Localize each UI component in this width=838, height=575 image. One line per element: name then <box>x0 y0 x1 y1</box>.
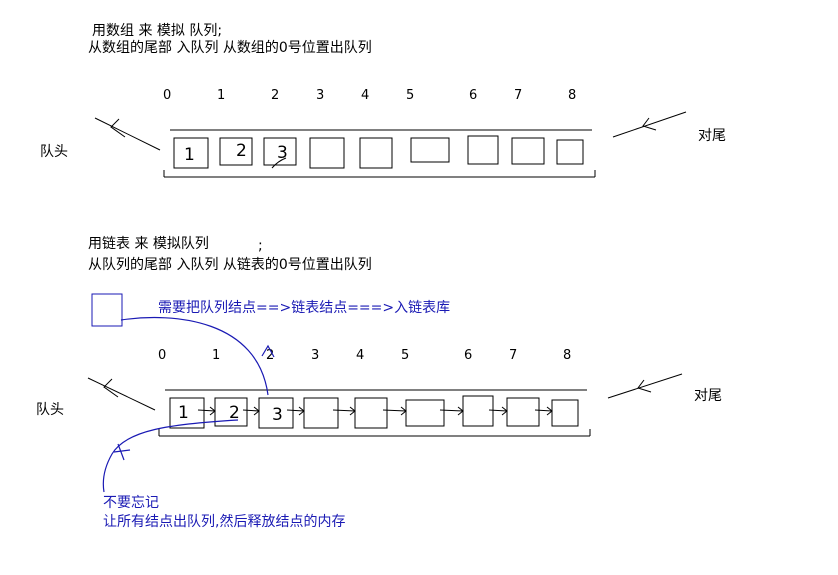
list-node-value-0: 1 <box>178 403 189 423</box>
list-tail-arrow <box>607 373 683 399</box>
list-head-arrow-tip-icon <box>103 378 119 398</box>
link-arrow-head-icon <box>457 406 464 416</box>
array-tail-label: 对尾 <box>698 128 726 144</box>
link-arrow-2-3 <box>286 409 305 412</box>
list-head-label: 队头 <box>36 402 64 418</box>
array-cell-5 <box>410 137 450 163</box>
list-tail-arrow-tip-icon <box>637 379 652 393</box>
list-index-2: 2 <box>266 348 274 363</box>
list-node-7 <box>506 397 540 427</box>
array-index-0: 0 <box>163 88 171 103</box>
list-node-value-1: 2 <box>229 403 240 423</box>
array-index-3: 3 <box>316 88 324 103</box>
link-arrow-4-5 <box>382 409 407 412</box>
array-index-5: 5 <box>406 88 414 103</box>
node-box <box>91 293 123 327</box>
link-arrow-head-icon <box>501 406 508 416</box>
array-head-arrow-tip-icon <box>110 118 126 138</box>
list-index-8: 8 <box>563 348 571 363</box>
list-index-3: 3 <box>311 348 319 363</box>
list-node-2 <box>258 397 294 429</box>
list-index-0: 0 <box>158 348 166 363</box>
array-index-7: 7 <box>514 88 522 103</box>
list-node-6 <box>462 395 494 427</box>
list-note: 需要把队列结点==>链表结点===>入链表库 <box>158 300 450 316</box>
reminder-line-2: 让所有结点出队列,然后释放结点的内存 <box>103 513 345 530</box>
array-cell-3 <box>309 137 345 169</box>
array-cell-6 <box>467 135 499 165</box>
array-cell-2 <box>263 137 297 166</box>
list-node-1 <box>214 397 248 427</box>
list-node-5 <box>405 399 445 427</box>
list-head-arrow <box>87 377 156 411</box>
link-arrow-head-icon <box>209 406 216 416</box>
array-head-arrow <box>94 117 161 151</box>
array-cell-value-0: 1 <box>184 145 195 165</box>
reminder-line-1: 不要忘记 <box>103 495 159 511</box>
list-node-3 <box>303 397 339 429</box>
link-arrow-0-1 <box>197 409 216 412</box>
link-arrow-7-8 <box>534 409 553 412</box>
list-node-8 <box>551 399 579 427</box>
link-arrow-head-icon <box>298 406 305 416</box>
array-index-6: 6 <box>469 88 477 103</box>
list-index-6: 6 <box>464 348 472 363</box>
svg-text:;: ; <box>258 238 263 254</box>
array-cell-7 <box>511 137 545 165</box>
array-subtitle: 从数组的尾部 入队列 从数组的0号位置出队列 <box>88 40 372 56</box>
list-subtitle: 从队列的尾部 入队列 从链表的0号位置出队列 <box>88 257 372 273</box>
link-arrow-head-icon <box>253 406 260 416</box>
array-cell-4 <box>359 137 393 169</box>
link-arrow-1-2 <box>242 409 260 412</box>
link-arrow-6-7 <box>488 409 508 412</box>
list-node-4 <box>354 397 388 429</box>
list-node-0 <box>169 397 205 429</box>
array-tail-arrow <box>612 111 687 138</box>
link-arrow-head-icon <box>546 406 553 416</box>
link-arrow-head-icon <box>400 406 407 416</box>
insert-curve <box>120 316 269 396</box>
list-index-1: 1 <box>212 348 220 363</box>
array-cell-8 <box>556 139 584 165</box>
list-tail-label: 对尾 <box>694 388 722 404</box>
array-index-2: 2 <box>271 88 279 103</box>
link-arrow-head-icon <box>349 406 356 416</box>
list-index-7: 7 <box>509 348 517 363</box>
array-title: 用数组 来 模拟 队列; <box>92 23 222 39</box>
insert-curve-arrow-icon <box>261 344 275 358</box>
list-index-4: 4 <box>356 348 364 363</box>
array-index-1: 1 <box>217 88 225 103</box>
link-arrow-3-4 <box>332 409 356 412</box>
array-cell-value-2: 3 <box>277 143 288 163</box>
array-index-8: 8 <box>568 88 576 103</box>
array-cell-1 <box>219 137 253 166</box>
dequeue-curve <box>102 419 239 493</box>
list-title: 用链表 来 模拟队列 <box>88 236 209 252</box>
array-cell-value-1: 2 <box>236 141 247 161</box>
array-tail-arrow-tip-icon <box>642 117 657 131</box>
list-index-5: 5 <box>401 348 409 363</box>
list-node-value-2: 3 <box>272 405 283 425</box>
array-index-4: 4 <box>361 88 369 103</box>
link-arrow-5-6 <box>439 409 464 412</box>
array-cell-0 <box>173 137 209 169</box>
array-head-label: 队头 <box>40 144 68 160</box>
